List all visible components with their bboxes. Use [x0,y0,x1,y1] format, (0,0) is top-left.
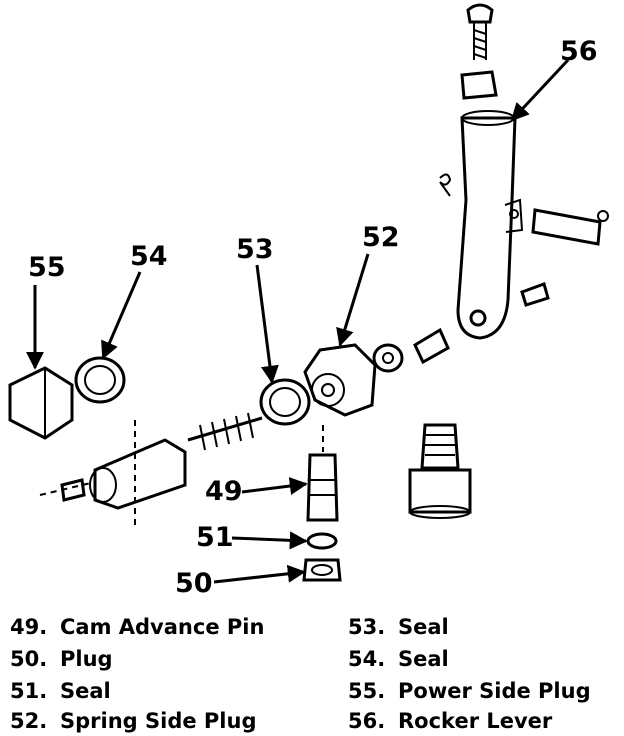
exploded-parts-diagram: 55 54 53 52 56 49 51 50 [8,3,609,599]
legend-label: Seal [398,615,449,639]
callout-55: 55 [28,252,66,283]
legend-item: 53. Seal [348,614,449,640]
legend-number: 54. [348,647,386,671]
callout-56: 56 [560,36,598,67]
legend-item: 50. Plug [10,646,113,672]
roller-drawing [372,327,450,373]
parts-legend: 49. Cam Advance Pin 50. Plug 51. Seal 52. Sp… [0,604,624,736]
legend-label: Seal [398,647,449,671]
legend-number: 51. [10,679,48,703]
legend-number: 49. [10,615,48,639]
spring-drawing [187,412,263,451]
cam-advance-pin-drawing [302,425,342,582]
callout-54: 54 [130,241,168,272]
spring-side-plug-drawing [303,343,377,417]
legend-number: 50. [10,647,48,671]
legend-label: Plug [60,647,113,671]
seal-54-drawing [74,356,126,404]
legend-number: 56. [348,709,386,733]
power-side-plug-drawing [8,366,74,440]
seal-53-drawing [259,378,311,426]
rocker-lever-drawing [439,3,609,340]
callout-53: 53 [236,234,274,265]
callout-49: 49 [205,476,243,507]
piston-drawing [39,420,187,525]
legend-number: 52. [10,709,48,733]
callout-51: 51 [196,522,234,553]
legend-label: Cam Advance Pin [60,615,265,639]
legend-number: 55. [348,679,386,703]
legend-label: Rocker Lever [398,709,553,733]
legend-label: Seal [60,679,111,703]
legend-label: Spring Side Plug [60,709,257,733]
legend-item: 49. Cam Advance Pin [10,614,264,640]
legend-item: 56. Rocker Lever [348,708,552,734]
legend-item: 52. Spring Side Plug [10,708,257,734]
legend-number: 53. [348,615,386,639]
legend-item: 51. Seal [10,678,111,704]
callout-52: 52 [362,222,400,253]
callout-50: 50 [175,568,213,599]
bottom-plug-drawing [408,423,472,519]
legend-label: Power Side Plug [398,679,591,703]
leader-arrows [26,58,570,584]
legend-item: 54. Seal [348,646,449,672]
legend-item: 55. Power Side Plug [348,678,591,704]
